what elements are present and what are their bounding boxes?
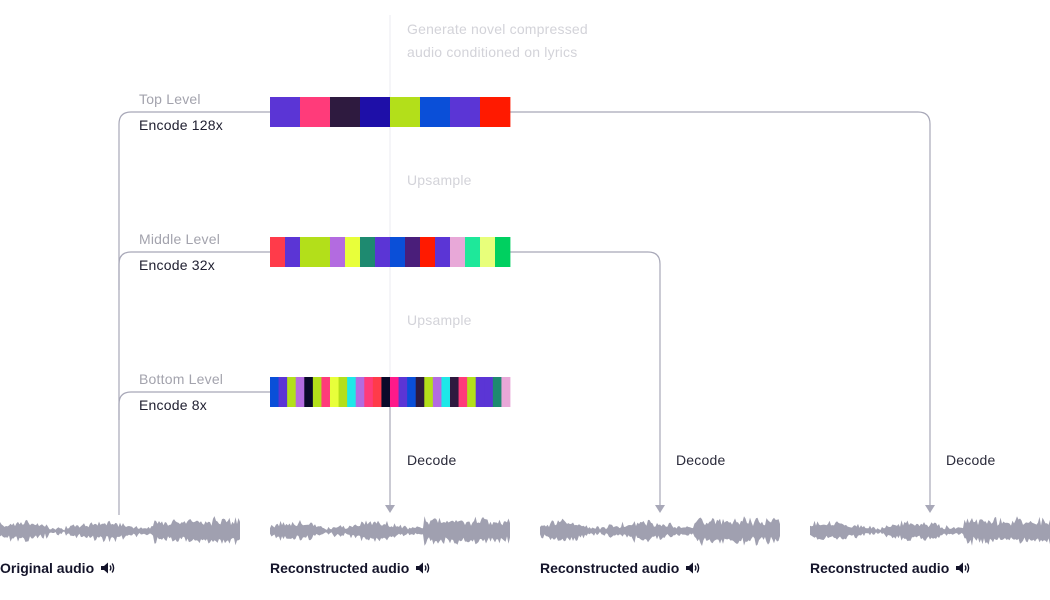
audio-label-text: Original audio: [0, 560, 95, 576]
reconstructed-audio-waveform-bottom: [270, 516, 510, 546]
code-cell: [432, 377, 442, 407]
generate-note-line1: Generate novel compressed: [407, 21, 588, 37]
code-cell: [285, 237, 301, 267]
decode-label-middle: Decode: [676, 452, 726, 468]
code-cell: [465, 237, 481, 267]
audio-label-text: Reconstructed audio: [810, 560, 950, 576]
code-cell: [407, 377, 417, 407]
upsample-label-top: Upsample: [407, 172, 472, 188]
audio-label-text: Reconstructed audio: [540, 560, 680, 576]
code-cell: [345, 237, 361, 267]
bottom-level-code-bar: [270, 377, 511, 407]
code-cell: [420, 97, 451, 127]
middle-level-code-bar: [270, 237, 511, 267]
code-cell: [300, 97, 331, 127]
code-cell: [415, 377, 425, 407]
speaker-icon[interactable]: [685, 561, 701, 578]
code-cell: [458, 377, 468, 407]
code-cell: [484, 377, 494, 407]
code-cell: [492, 377, 502, 407]
code-cell: [270, 377, 279, 407]
code-cell: [424, 377, 434, 407]
code-cell: [495, 237, 511, 267]
code-cell: [355, 377, 365, 407]
code-cell: [450, 97, 481, 127]
reconstructed-audio-waveform-middle: [540, 516, 780, 546]
original-audio-label[interactable]: Original audio: [0, 560, 116, 578]
code-cell: [321, 377, 331, 407]
original-audio-waveform: [0, 516, 240, 546]
encode-connectors: [118, 111, 270, 515]
middle-level-name: Middle Level: [139, 231, 220, 247]
reconstructed-audio-waveform-top: [810, 516, 1050, 546]
speaker-icon[interactable]: [100, 561, 116, 578]
code-cell: [330, 377, 339, 407]
speaker-icon[interactable]: [955, 561, 971, 578]
decode-arrowheads: [385, 505, 935, 513]
speaker-icon[interactable]: [415, 561, 431, 578]
code-cell: [295, 377, 305, 407]
code-cell: [398, 377, 408, 407]
decode-connectors: [389, 111, 931, 508]
code-cell: [360, 237, 376, 267]
code-cell: [390, 237, 406, 267]
code-cell: [338, 377, 348, 407]
code-cell: [420, 237, 436, 267]
decode-label-top: Decode: [946, 452, 996, 468]
bottom-level-name: Bottom Level: [139, 371, 224, 387]
middle-level-encode: Encode 32x: [139, 257, 215, 273]
code-cell: [475, 377, 485, 407]
code-cell: [270, 97, 301, 127]
code-cell: [287, 377, 297, 407]
code-cell: [278, 377, 288, 407]
code-cell: [480, 237, 496, 267]
code-cell: [480, 97, 511, 127]
upsample-label-bottom: Upsample: [407, 312, 472, 328]
top-level-name: Top Level: [139, 91, 201, 107]
code-cell: [501, 377, 511, 407]
code-cell: [375, 237, 391, 267]
generate-note-line2: audio conditioned on lyrics: [407, 44, 578, 60]
code-cell: [405, 237, 421, 267]
audio-label-text: Reconstructed audio: [270, 560, 410, 576]
code-cell: [360, 97, 391, 127]
code-cell: [312, 377, 322, 407]
code-cell: [315, 237, 331, 267]
code-cell: [390, 97, 421, 127]
code-cell: [441, 377, 451, 407]
code-cell: [304, 377, 314, 407]
top-level-encode: Encode 128x: [139, 117, 223, 133]
decode-label-bottom: Decode: [407, 452, 457, 468]
code-cell: [450, 377, 459, 407]
code-cell: [381, 377, 391, 407]
code-cell: [467, 377, 477, 407]
bottom-level-encode: Encode 8x: [139, 397, 207, 413]
reconstructed-audio-label-middle[interactable]: Reconstructed audio: [540, 560, 701, 578]
code-cell: [435, 237, 451, 267]
top-level-code-bar: [270, 97, 511, 127]
code-cell: [330, 237, 346, 267]
code-cell: [364, 377, 374, 407]
reconstructed-audio-label-bottom[interactable]: Reconstructed audio: [270, 560, 431, 578]
reconstructed-audio-label-top[interactable]: Reconstructed audio: [810, 560, 971, 578]
code-cell: [330, 97, 361, 127]
code-cell: [450, 237, 466, 267]
code-cell: [347, 377, 357, 407]
code-cell: [300, 237, 316, 267]
code-cell: [270, 237, 286, 267]
code-cell: [390, 377, 399, 407]
code-cell: [372, 377, 382, 407]
